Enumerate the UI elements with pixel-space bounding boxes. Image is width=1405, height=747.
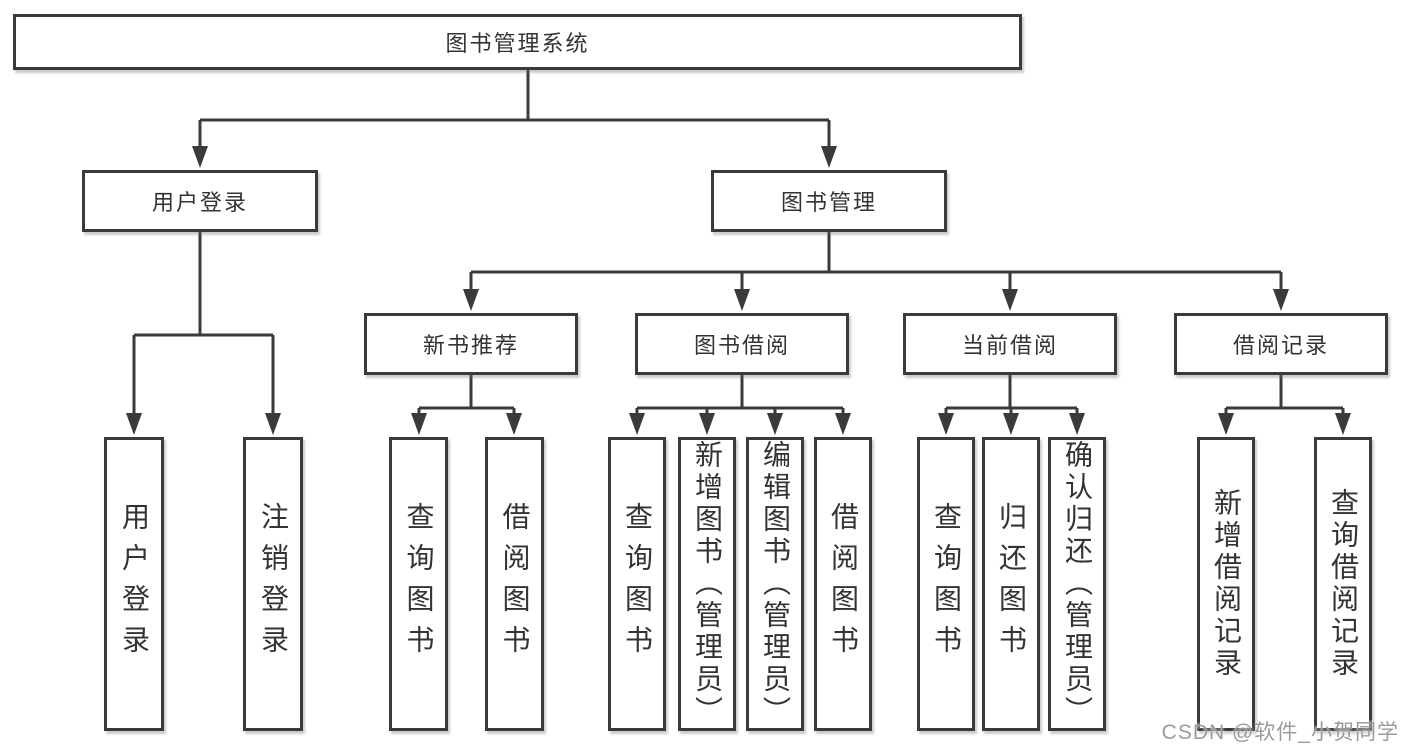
- node-label: 用户登录: [151, 190, 248, 215]
- node-user-login: 用户登录: [82, 170, 318, 232]
- node-new-book-recommend: 新书推荐: [364, 313, 578, 375]
- node-label: 借阅记录: [1232, 333, 1329, 358]
- leaf-current-return-books: 归还图书: [982, 437, 1040, 731]
- node-label: 新书推荐: [422, 333, 519, 358]
- csdn-watermark: CSDN @软件_小贺同学: [1161, 721, 1399, 744]
- node-label: 确认归还（管理员）: [1062, 440, 1093, 728]
- leaf-recommend-query-books: 查询图书: [389, 437, 448, 731]
- node-book-borrowing: 图书借阅: [635, 313, 849, 375]
- leaf-borrowing-add-books-admin: 新增图书（管理员）: [678, 437, 736, 731]
- leaf-current-query-books: 查询图书: [917, 437, 975, 731]
- node-label: 新增图书（管理员）: [692, 440, 723, 728]
- node-current-borrowing: 当前借阅: [903, 313, 1117, 375]
- leaf-logout: 注销登录: [243, 437, 303, 731]
- node-label: 新增借阅记录: [1211, 488, 1242, 680]
- leaf-borrowing-query-books: 查询图书: [608, 437, 666, 731]
- leaf-user-login: 用户登录: [104, 437, 164, 731]
- node-label: 注销登录: [258, 502, 289, 666]
- node-label: 查询图书: [403, 502, 435, 666]
- node-label: 借阅图书: [499, 502, 531, 666]
- node-label: 查询图书: [622, 502, 653, 666]
- node-borrowing-records: 借阅记录: [1174, 313, 1388, 375]
- node-label: 借阅图书: [828, 502, 859, 666]
- node-label: 查询图书: [931, 502, 962, 666]
- node-label: 图书管理: [780, 190, 877, 215]
- node-label: 查询借阅记录: [1328, 488, 1359, 680]
- leaf-borrowing-borrow-books: 借阅图书: [814, 437, 872, 731]
- leaf-records-add-record: 新增借阅记录: [1197, 437, 1255, 731]
- node-label: 用户登录: [119, 502, 150, 666]
- node-label: 编辑图书（管理员）: [760, 440, 791, 728]
- leaf-current-confirm-return-admin: 确认归还（管理员）: [1048, 437, 1106, 731]
- node-label: 当前借阅: [961, 333, 1058, 358]
- leaf-records-query-record: 查询借阅记录: [1314, 437, 1372, 731]
- arrowheads: [126, 146, 1351, 435]
- leaf-borrowing-edit-books-admin: 编辑图书（管理员）: [746, 437, 804, 731]
- node-label: 图书管理系统: [445, 31, 590, 56]
- node-label: 图书借阅: [693, 333, 790, 358]
- node-book-management: 图书管理: [711, 170, 947, 232]
- node-library-management-system: 图书管理系统: [13, 14, 1022, 70]
- leaf-recommend-borrow-books: 借阅图书: [485, 437, 544, 731]
- node-label: 归还图书: [996, 502, 1027, 666]
